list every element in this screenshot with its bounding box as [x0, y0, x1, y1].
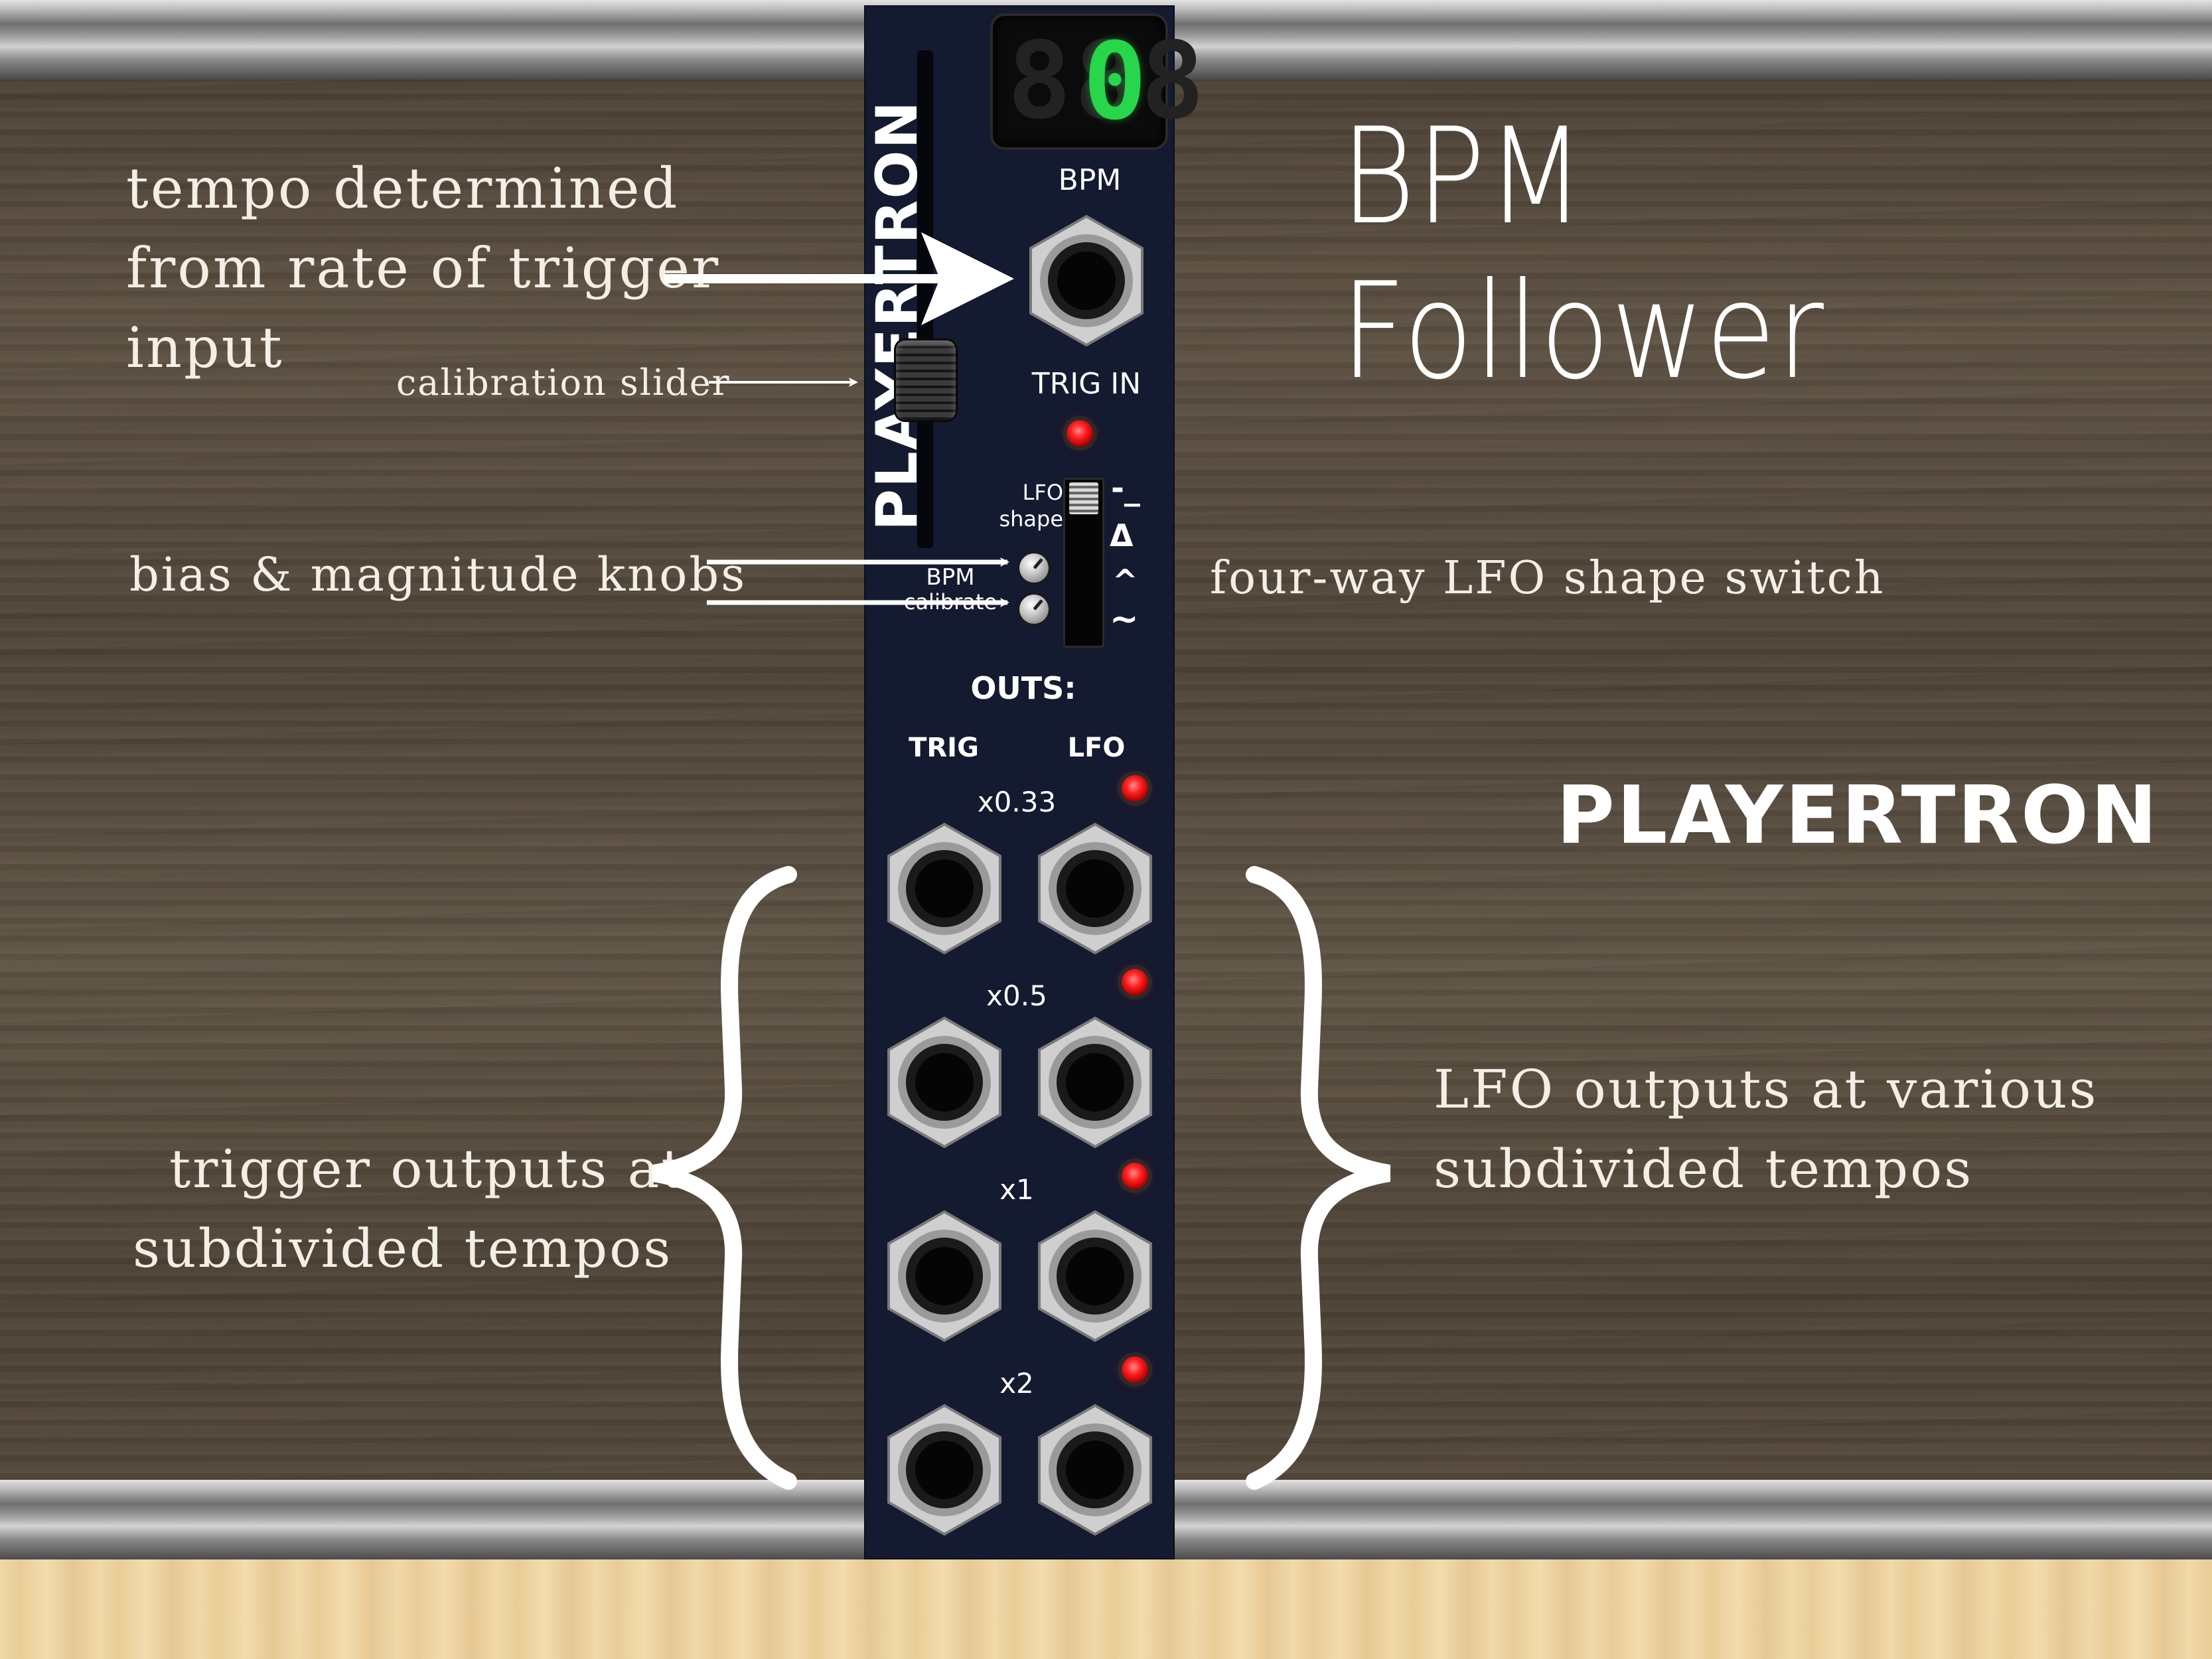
bpm-label: BPM: [1058, 163, 1122, 197]
col-lfo-label: LFO: [1067, 733, 1126, 763]
outs-label: OUTS:: [970, 670, 1076, 706]
lfo-out-jack-icon[interactable]: [1027, 1014, 1163, 1151]
lfo-shape-label-line1: LFO: [1022, 480, 1063, 505]
brand-logo-text: PLAYERTRON: [1556, 770, 2160, 862]
tempo-annotation-line1: tempo determined: [126, 156, 680, 221]
shape-ramp-icon: ^: [1112, 563, 1138, 599]
row-multiplier-label: x1: [999, 1173, 1034, 1206]
row-led-icon: [1122, 1356, 1148, 1383]
lfo-out-jack-icon[interactable]: [1027, 1402, 1163, 1538]
row-multiplier-label: x0.5: [986, 979, 1047, 1012]
display-live-digit: 0: [1082, 19, 1147, 143]
trigger-outputs-annotation-line1: trigger outputs at: [169, 1138, 685, 1200]
row-multiplier-label: x2: [999, 1367, 1034, 1400]
lfo-outputs-annotation-line2: subdivided tempos: [1434, 1138, 1974, 1200]
bpm-display: 888 0: [990, 13, 1205, 150]
lfo-shape-switch[interactable]: [1063, 478, 1104, 648]
trig-in-led-icon: [1067, 420, 1093, 447]
trig-in-label: TRIG IN: [1031, 367, 1142, 401]
shape-triangle-icon: Δ: [1110, 518, 1134, 553]
row-led-icon: [1122, 1163, 1148, 1189]
lfo-switch-annotation: four-way LFO shape switch: [1210, 552, 1885, 605]
knob-label-line1: BPM: [926, 564, 975, 591]
trig-out-jack-icon[interactable]: [876, 1208, 1013, 1344]
lfo-outputs-annotation-line1: LFO outputs at various: [1434, 1058, 2099, 1120]
display-ghost-digits: 888: [1007, 19, 1207, 143]
playertron-module: PLAYERTRON 888 0 BPM TRIG IN LFO shape -…: [864, 5, 1205, 1559]
row-led-icon: [1122, 775, 1148, 802]
shape-square-icon: -_: [1111, 470, 1140, 507]
bias-knob-icon[interactable]: [1019, 553, 1049, 583]
shape-sine-icon: ~: [1110, 599, 1139, 639]
trig-in-jack-icon[interactable]: [1018, 212, 1155, 349]
trig-out-jack-icon[interactable]: [876, 820, 1013, 957]
col-trig-label: TRIG: [909, 733, 979, 763]
page-title: BPM Follower: [1341, 100, 1825, 409]
row-led-icon: [1122, 969, 1148, 995]
tempo-annotation-line2: from rate of trigger: [126, 236, 721, 301]
lfo-shape-label-line2: shape: [999, 506, 1063, 532]
calibration-slider-handle[interactable]: [896, 340, 956, 420]
right-brace-icon: [1246, 866, 1391, 1490]
trig-out-jack-icon[interactable]: [876, 1014, 1013, 1151]
row-multiplier-label: x0.33: [977, 786, 1057, 818]
lfo-out-jack-icon[interactable]: [1027, 820, 1163, 957]
trigger-outputs-annotation-line2: subdivided tempos: [133, 1218, 673, 1279]
lfo-shape-switch-lever[interactable]: [1069, 482, 1098, 514]
trig-out-jack-icon[interactable]: [876, 1402, 1013, 1538]
bias-annotation: bias & magnitude knobs: [129, 547, 747, 602]
lfo-out-jack-icon[interactable]: [1027, 1208, 1163, 1344]
magnitude-knob-icon[interactable]: [1019, 595, 1049, 624]
tempo-annotation-line3: input: [126, 315, 284, 380]
calibration-annotation: calibration slider: [396, 362, 731, 403]
left-brace-icon: [652, 866, 797, 1490]
wood-floor: [0, 1559, 2212, 1659]
